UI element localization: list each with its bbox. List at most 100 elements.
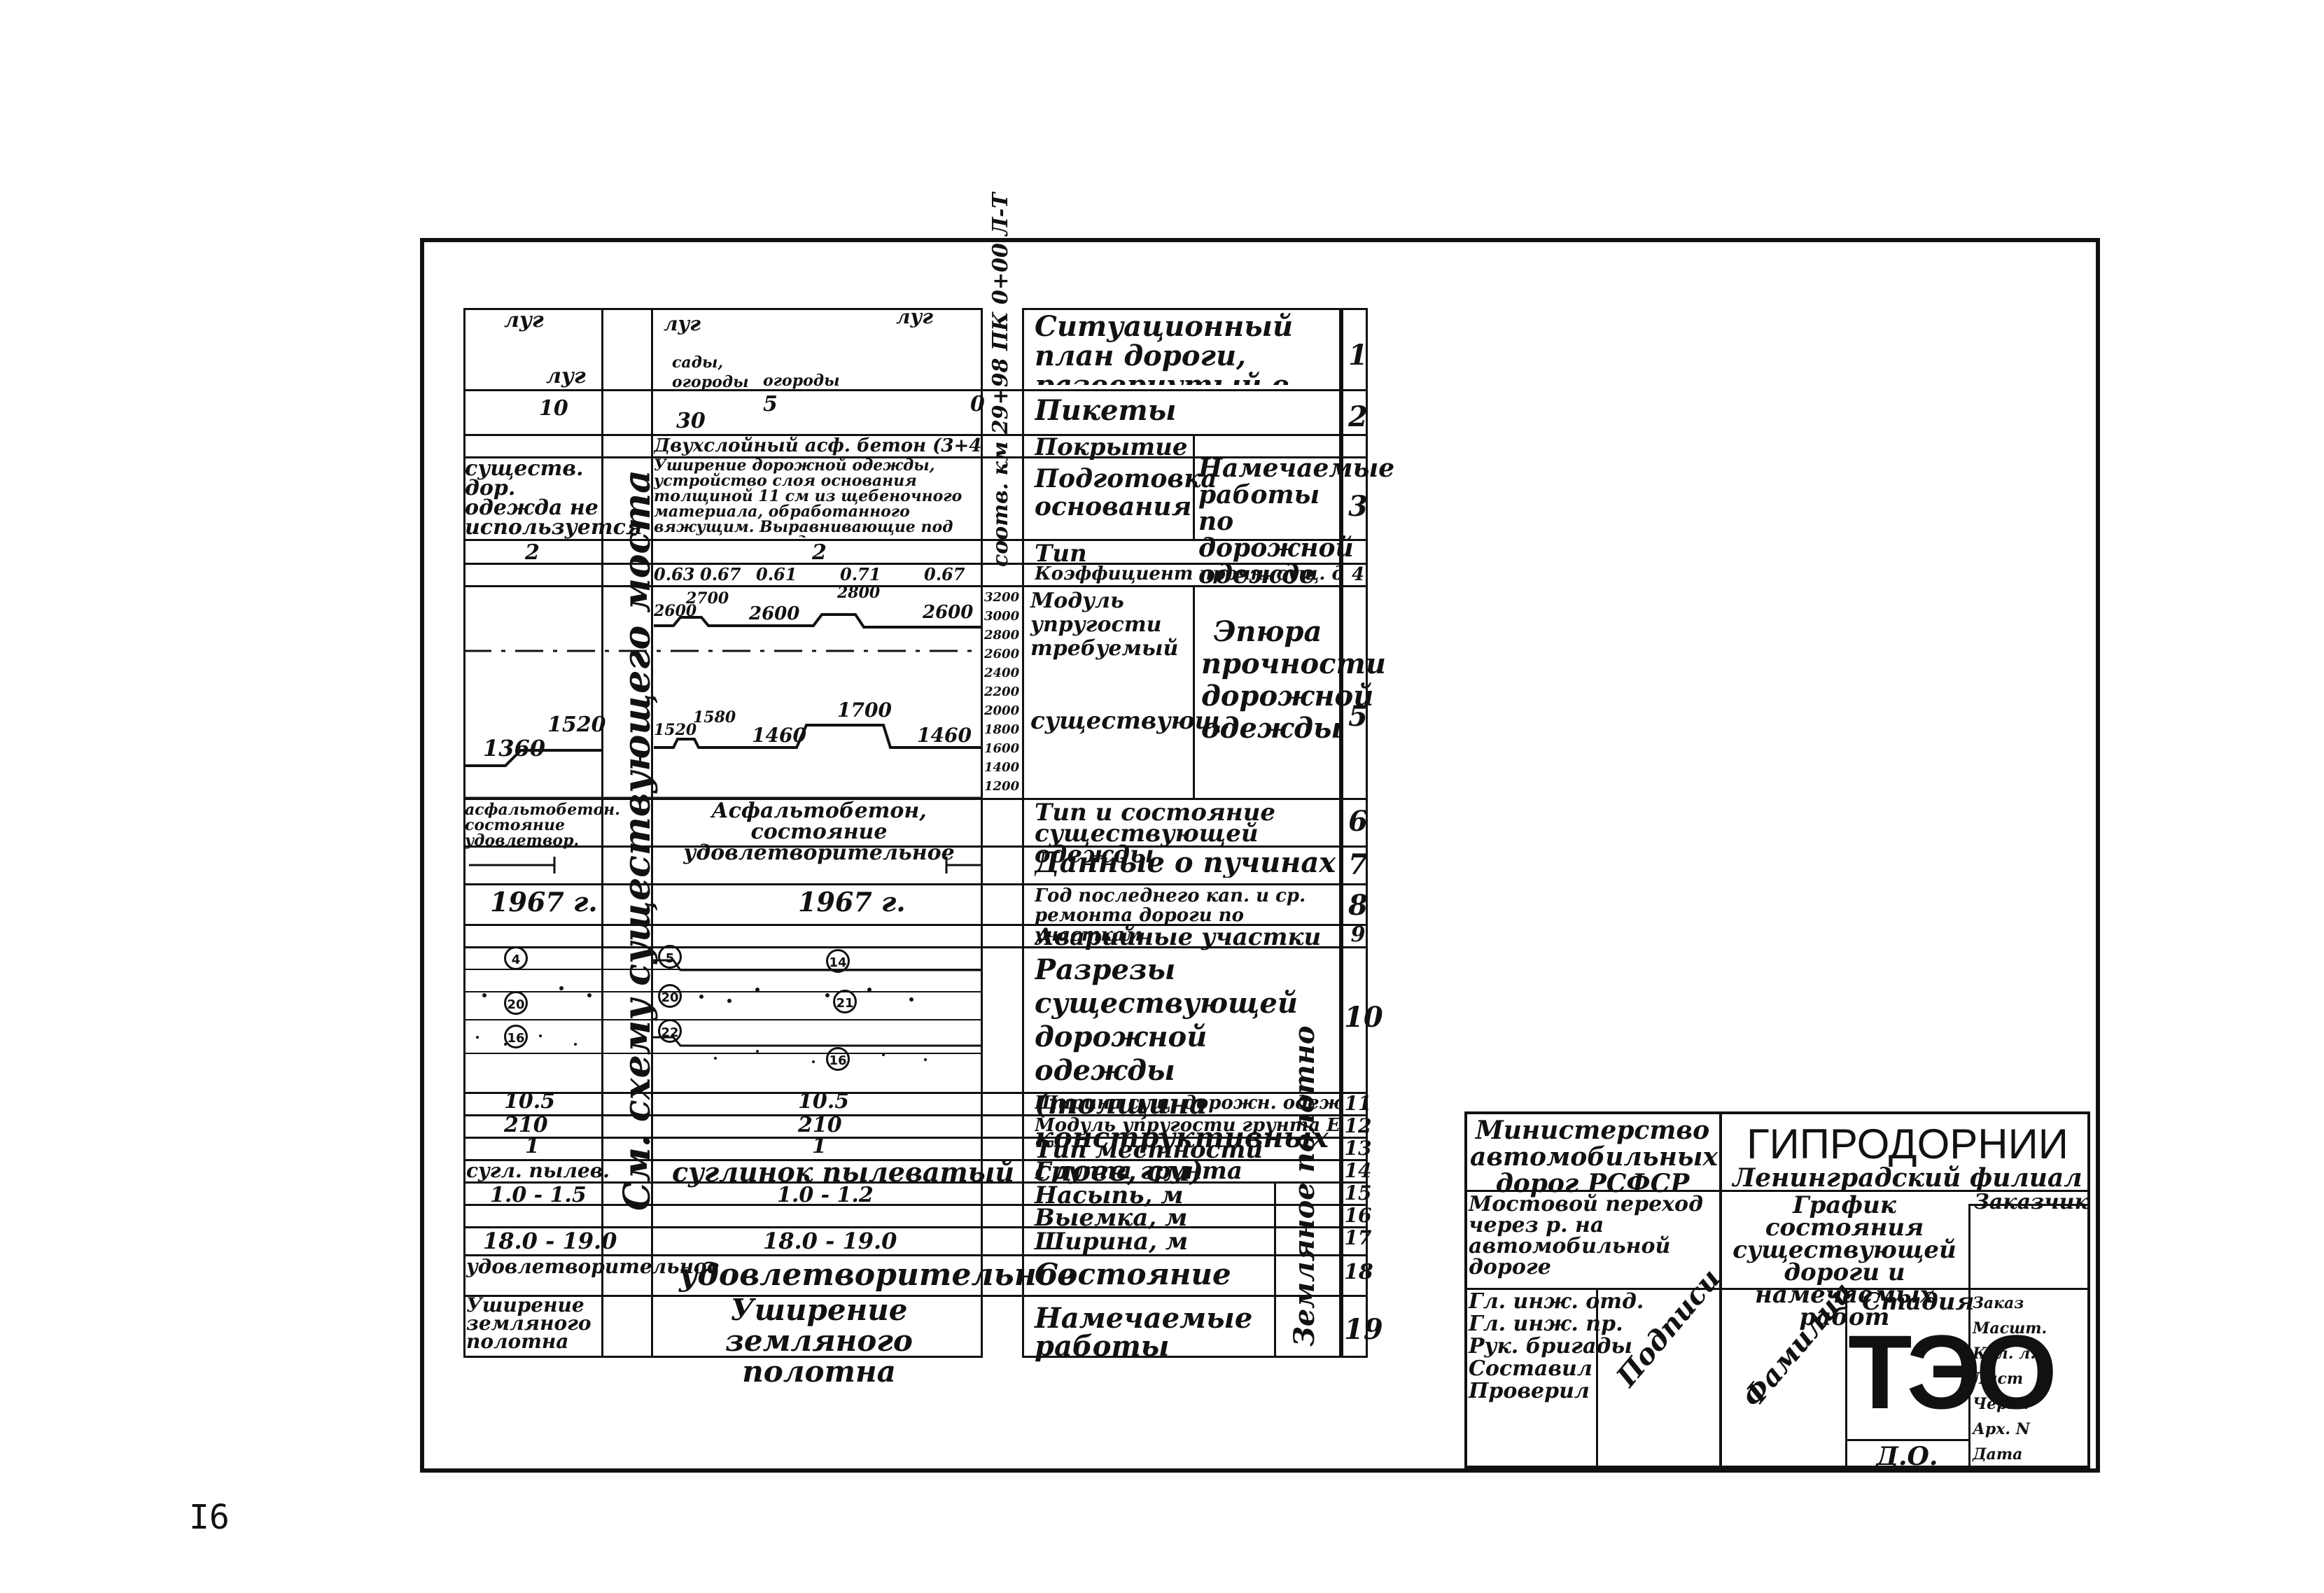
scale-value: 2800	[984, 628, 1020, 643]
row-number: 8	[1348, 889, 1368, 922]
page-number: I6	[189, 1498, 230, 1537]
mid-layer-marker: 21	[833, 990, 857, 1013]
row-number: 10	[1344, 1001, 1383, 1034]
field-label: Дата	[1973, 1445, 2023, 1464]
row-label-accident-sites: Аварийные участки	[1035, 923, 1322, 951]
mid-clothing-state: Асфальтобетон, состояние удовлетворитель…	[683, 799, 955, 865]
left-works: Уширение земляного полотна	[466, 1293, 592, 1353]
row-number: 3	[1348, 490, 1368, 523]
field-label: Лист	[1973, 1370, 2024, 1388]
exist-value: 1520	[654, 721, 697, 739]
left-type-value: 2	[525, 540, 540, 565]
row-label-strength-diagram: Эпюра прочности дорожной одежды	[1201, 615, 1386, 745]
scale-value: 1200	[984, 779, 1020, 794]
row-label-situation: Ситуационный план дороги, развернутый в …	[1035, 312, 1294, 385]
mid-terrain: 1	[812, 1134, 827, 1158]
title-block-frame	[1464, 1111, 2090, 1468]
coef-value: 0.67	[700, 564, 741, 584]
row-label-clothing-type: Тип и состояние существующей одежды	[1035, 802, 1276, 865]
customer-label: Заказчик	[1974, 1190, 2089, 1214]
left-km-value: 10	[539, 396, 568, 421]
row-number: 9	[1350, 922, 1366, 947]
row-number: 19	[1344, 1313, 1383, 1346]
numbers-column	[1341, 308, 1368, 1358]
mid-soil: суглинок пылеватый	[672, 1156, 1015, 1188]
coef-value: 0.71	[840, 564, 881, 584]
document-title: График состояния существующей дороги и н…	[1732, 1191, 1956, 1331]
coef-value: 0.67	[924, 564, 965, 584]
role-label: Гл. инж. пр.	[1469, 1312, 1623, 1336]
scale-value: 2600	[984, 647, 1020, 661]
left-coating-text: существ. дор. одежда не используется	[465, 456, 643, 540]
scale-value: 2200	[984, 685, 1020, 699]
left-width: 10.5	[504, 1089, 556, 1114]
role-label: Рук. бригады	[1469, 1334, 1632, 1359]
left-layer-marker: 4	[504, 946, 528, 970]
left-existing-curve	[463, 749, 603, 767]
row-number: 13	[1344, 1137, 1372, 1160]
branch-name: Ленинградский филиал	[1732, 1163, 2082, 1193]
mid-works: Уширение земляного полотна	[725, 1293, 913, 1389]
row-number: 18	[1344, 1260, 1373, 1284]
row-label-subgrade-width: Ширина, м	[1035, 1228, 1189, 1256]
coef-value: 0.61	[756, 564, 797, 584]
mid-situation-label: луг	[664, 312, 701, 335]
right-fields: Заказ Масшт. Кол. л. Лист Черт. Арх. N Д…	[1973, 1291, 2047, 1467]
left-column	[463, 308, 603, 1358]
mid-layer-marker: 16	[826, 1047, 850, 1071]
stage-sub: Д.О.	[1876, 1442, 1938, 1471]
row-label-type: Тип	[1035, 540, 1087, 568]
role-label: Составил	[1469, 1356, 1592, 1381]
mid-km-value: 30	[676, 409, 706, 433]
row-label-required-modulus: Модуль упругости требуемый	[1030, 589, 1179, 661]
stage-label: Стадия	[1862, 1288, 1975, 1316]
row-number: 15	[1344, 1181, 1372, 1205]
project-text: Мостовой переход через р. на автомобильн…	[1469, 1192, 1703, 1279]
row-label-frost-heave: Данные о пучинах	[1035, 848, 1336, 878]
km-correspondence-note: соотв. км 29+98 ПК 0+00 Л-Т	[988, 192, 1013, 567]
role-label: Проверил	[1469, 1379, 1590, 1403]
row-label-soil-modulus: Модуль упругости грунта Егр, кгс/см	[1035, 1116, 1343, 1135]
row-number: 1	[1348, 339, 1368, 372]
row-label-coefficient: Коэффициент прочн. сущ. дор. од.	[1035, 564, 1343, 584]
row-label-soil-group: Группа грунта	[1035, 1157, 1242, 1185]
left-soil: сугл. пылев.	[466, 1159, 610, 1182]
existing-curve	[654, 724, 983, 749]
strength-diagram	[463, 613, 983, 798]
middle-column	[651, 308, 983, 1358]
row-number: 4	[1351, 564, 1365, 585]
stage-code: ТЭО	[1848, 1313, 2057, 1431]
scale-value: 1800	[984, 722, 1020, 737]
row-label-repair-year: Год последнего кап. и ср. ремонта дороги…	[1035, 886, 1306, 945]
institute-name: ГИПРОДОРНИИ	[1746, 1121, 2068, 1167]
mid-subgrade-width: 18.0 - 19.0	[763, 1228, 897, 1254]
mid-situation-label: луг	[896, 305, 933, 328]
req-value: 2600	[654, 602, 697, 620]
required-curve	[654, 613, 983, 629]
row-label-planned-works: Намечаемые работы по дорожной одежде	[1198, 454, 1395, 589]
mid-layer-marker: 14	[826, 949, 850, 973]
row-number: 12	[1344, 1114, 1372, 1137]
mid-modulus: 210	[798, 1113, 842, 1137]
left-terrain: 1	[525, 1134, 540, 1158]
row-label-state: Состояние	[1035, 1257, 1231, 1291]
mid-width: 10.5	[798, 1089, 850, 1114]
modulus-scale: 3200 3000 2800 2600 2400 2200 2000 1800 …	[984, 588, 1021, 796]
coef-value: 0.63	[654, 564, 695, 584]
row-label-works: Намечаемые работы	[1035, 1302, 1253, 1363]
ministry-text: Министерство автомобильных дорог РСФСР	[1470, 1116, 1718, 1198]
roles-list: Гл. инж. отд. Гл. инж. пр. Рук. бригады …	[1469, 1291, 1644, 1403]
mid-situation-label: огороды	[763, 372, 840, 390]
field-label: Кол. л.	[1973, 1345, 2036, 1363]
row-label-embankment: Насыпь, м	[1035, 1181, 1184, 1209]
left-layer-marker: 20	[504, 991, 528, 1015]
mid-situation-label: сады, огороды	[672, 353, 749, 391]
left-subgrade-width: 18.0 - 19.0	[483, 1228, 617, 1254]
left-clothing-state: асфальтобетон. состояние удовлетвор.	[465, 801, 620, 850]
bridge-column	[603, 308, 652, 1358]
row-number: 5	[1348, 700, 1368, 733]
scale-value: 2400	[984, 666, 1020, 680]
row-label-existing: существующ.	[1030, 707, 1231, 735]
exist-value: 1700	[837, 699, 892, 722]
mid-layer-marker: 22	[658, 1019, 682, 1043]
